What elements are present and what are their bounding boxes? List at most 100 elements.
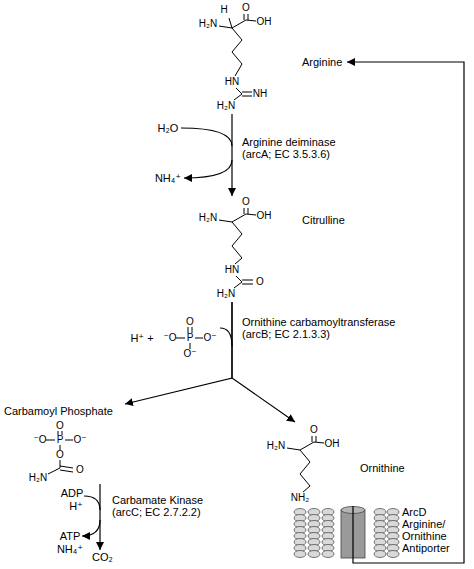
chemical-label: NH₄⁺ [155, 172, 181, 184]
reaction-arrow [347, 62, 464, 563]
reagent-arc [82, 520, 100, 536]
chemical-label: HN [225, 76, 239, 88]
chemical-label: NH₂ [291, 492, 309, 504]
chemical-bond [232, 222, 242, 234]
chemical-label: NH₄⁺ [57, 543, 83, 555]
chemical-label: ⁻O [163, 332, 176, 344]
chemical-bond [312, 436, 313, 442]
chemical-label: O [76, 464, 84, 476]
chemical-bond [232, 214, 246, 222]
chemical-bond [60, 466, 73, 468]
chemical-label: P [57, 434, 64, 446]
chemical-bond [242, 96, 252, 97]
chemical-bond [232, 28, 242, 40]
chemical-bond [235, 258, 242, 264]
enzyme-label: Carbamate Kinase (arcC; EC 2.7.2.2) [112, 494, 220, 518]
chemical-bond [300, 450, 310, 462]
chemical-bond [316, 436, 317, 442]
chemical-label: H₂N [217, 288, 235, 300]
metabolite-node: CO₂ [90, 550, 117, 565]
chemical-label: OH [325, 438, 340, 450]
chemical-label: O [256, 276, 264, 288]
chemical-label: P [187, 332, 194, 344]
chemical-label: H₂N [199, 18, 217, 30]
chemical-bond [219, 220, 232, 222]
chemical-label: O [186, 316, 194, 328]
metabolite-name: Citrulline [302, 214, 345, 227]
chemical-bond [232, 234, 242, 246]
chemical-label: O [56, 420, 64, 432]
chemical-label: O⁻ [73, 434, 86, 446]
chemical-label: NH [253, 88, 267, 100]
chemical-bond [232, 52, 242, 64]
helix-segment [387, 551, 399, 558]
chemical-bond [248, 14, 249, 20]
chemical-bond [236, 88, 242, 94]
chemical-bond [314, 442, 324, 443]
chemical-bond [300, 442, 314, 450]
reagent-arc [220, 328, 232, 346]
chemical-label: H⁺ + [130, 332, 153, 344]
chemical-label: ATP [60, 530, 81, 542]
chemical-bond [242, 280, 253, 281]
chemical-bond [46, 440, 55, 441]
chemical-bond [300, 474, 310, 486]
chemical-bond [232, 246, 242, 258]
chemical-bond [244, 208, 245, 214]
chemical-label: O [242, 196, 250, 208]
helix-segment [308, 551, 320, 558]
chemical-label: H₂O [158, 122, 179, 134]
chemical-bond [65, 440, 73, 441]
chemical-bond [235, 64, 242, 76]
metabolite-name: Ornithine [360, 462, 405, 475]
chemical-bond [287, 448, 300, 450]
chemical-label: O⁻ [203, 332, 216, 344]
chemical-bond [236, 276, 242, 282]
chemical-bond [300, 462, 310, 474]
chemical-bond [229, 18, 232, 28]
enzyme-label: Arginine deiminase (arcA; EC 3.5.3.6) [242, 136, 357, 160]
chemical-label: ⁻O [33, 434, 46, 446]
chemical-label: O [310, 424, 318, 436]
chemical-label: H⁺ [69, 500, 83, 512]
chemical-bond [246, 20, 256, 21]
chemical-bond [195, 338, 203, 339]
chemical-bond [242, 92, 252, 93]
reagent-arc [184, 160, 232, 178]
chemical-bond [176, 338, 185, 339]
chemical-bond [303, 486, 310, 492]
helix-segment [322, 551, 334, 558]
chemical-bond [248, 208, 249, 214]
chemical-bond [244, 14, 245, 20]
metabolite-node: Ornithine [262, 422, 409, 506]
chemical-label: H₂N [29, 472, 47, 484]
metabolite-name: Carbamoyl Phosphate [4, 405, 113, 418]
chemical-label: ADP [61, 487, 84, 499]
chemical-label: O [242, 2, 250, 14]
enzyme-label: Ornithine carbamoyltransferase (arcB; EC… [242, 316, 422, 340]
chemical-bond [234, 94, 242, 100]
reaction-arrow [231, 114, 232, 196]
chemical-label: O⁻ [183, 348, 196, 360]
chemical-label: H₂N [199, 212, 217, 224]
chemical-label: HN [225, 264, 239, 276]
chemical-label: O [56, 449, 64, 461]
enzyme-label: ArcD Arginine/ Ornithine Antiporter [402, 506, 458, 554]
helix-segment [294, 551, 306, 558]
reaction-arrow [99, 484, 100, 550]
chemical-bond [60, 470, 73, 472]
metabolite-name: Arginine [302, 56, 342, 69]
chemical-label: OH [257, 210, 272, 222]
chemical-bond [234, 282, 242, 288]
reagent-arc [181, 128, 232, 146]
chemical-label: H₂N [267, 440, 285, 452]
reaction-arrow [125, 302, 232, 404]
chemical-label: H [220, 4, 227, 16]
chemical-bond [219, 26, 232, 28]
chemical-label: H₂N [217, 100, 235, 112]
chemical-bond [48, 468, 60, 474]
chemical-bond [246, 214, 256, 215]
chemical-bond [232, 20, 246, 28]
